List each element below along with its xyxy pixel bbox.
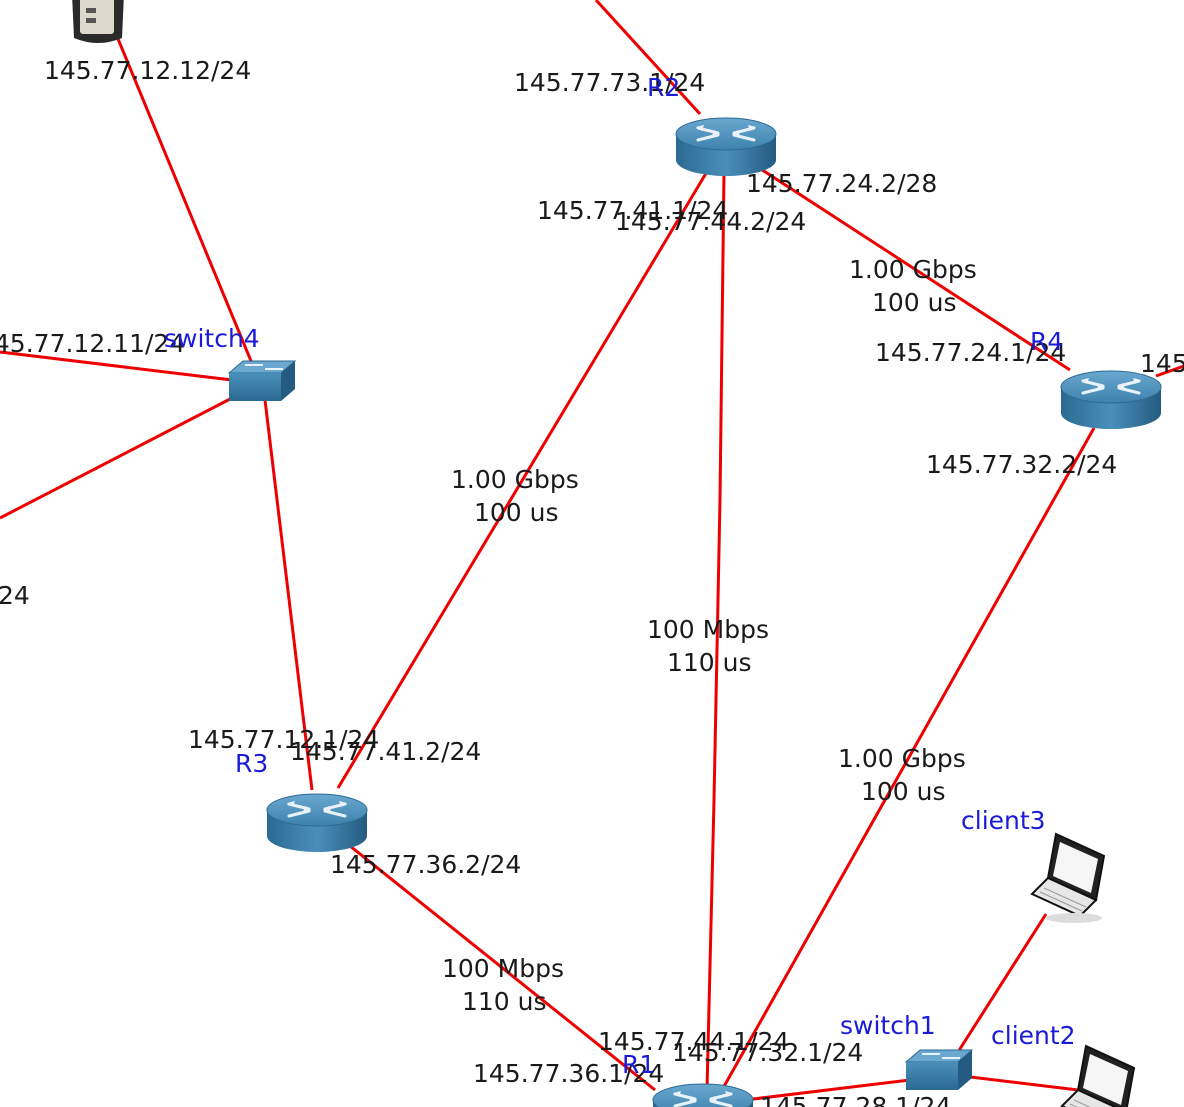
label-r1: R1 [622, 1050, 655, 1079]
ip-r1-r3-side: 145.77.36.1/24 [473, 1059, 664, 1088]
switch-icon [228, 360, 296, 402]
link-server-switch4[interactable] [114, 33, 260, 379]
laptop-client2[interactable] [1061, 1045, 1135, 1107]
server-face [80, 0, 114, 34]
ip-r4-r2-side: 145.77.24.1/24 [875, 338, 1066, 367]
ip-switch4-west: 145.77.12.11/24 [0, 329, 185, 358]
ip-r3-switch4-side: 145.77.12.1/24 [188, 725, 379, 754]
link-r1-switch1[interactable] [744, 1078, 911, 1102]
link-r2-r4[interactable] [749, 160, 1071, 372]
link-r2-r3[interactable] [336, 169, 710, 789]
ip-server: 145.77.12.12/24 [44, 56, 251, 85]
router-r1[interactable] [651, 1082, 755, 1107]
link-r4-east[interactable] [1155, 364, 1184, 378]
speed-r3-r1: 100 Mbps [442, 954, 564, 983]
label-switch4: switch4 [164, 324, 260, 353]
router-icon [674, 116, 778, 178]
speed-r4-r1: 1.00 Gbps [838, 744, 966, 773]
router-icon [651, 1082, 755, 1107]
ip-r4-r1-side: 145.77.32.2/24 [926, 450, 1117, 479]
delay-r4-r1: 100 us [861, 777, 946, 806]
ip-r4-east-partial: 145 [1140, 349, 1184, 378]
link-r4-r1[interactable] [720, 427, 1096, 1091]
ip-r2-upstream: 145.77.73.1/24 [514, 68, 705, 97]
router-icon [265, 792, 369, 854]
switch-switch1[interactable] [905, 1049, 973, 1091]
label-client2: client2 [991, 1021, 1076, 1050]
router-r3[interactable] [265, 792, 369, 854]
delay-r2-r1: 110 us [667, 648, 752, 677]
laptop-icon [1061, 1045, 1135, 1107]
router-icon [1059, 369, 1163, 431]
switch-icon [905, 1049, 973, 1091]
label-client3: client3 [961, 806, 1046, 835]
ip-r1-r2-side: 145.77.44.1/24 [598, 1027, 789, 1056]
link-r2-upstream[interactable] [594, 0, 702, 116]
delay-r3-r1: 110 us [462, 987, 547, 1016]
ip-labels: 145.77.12.12/24 145.77.73.1/24 145.77.41… [0, 56, 1184, 1107]
ip-west-partial: 24 [0, 581, 30, 610]
router-r2[interactable] [674, 116, 778, 178]
link-switch4-southwest[interactable] [0, 396, 233, 520]
router-r4[interactable] [1059, 369, 1163, 431]
link-r3-r1[interactable] [349, 844, 656, 1092]
link-switch1-client3[interactable] [956, 913, 1048, 1053]
label-r4: R4 [1030, 327, 1063, 356]
server-node[interactable] [72, 0, 124, 43]
ip-r3-r2-side: 145.77.41.2/24 [290, 737, 481, 766]
switch-switch4[interactable] [228, 360, 296, 402]
speed-r2-r4: 1.00 Gbps [849, 255, 977, 284]
link-switch4-west[interactable] [0, 350, 233, 382]
link-r2-r1[interactable] [705, 171, 726, 1091]
delay-r2-r3: 100 us [474, 498, 559, 527]
ip-r1-r4-side: 145.77.32.1/24 [672, 1038, 863, 1067]
laptop-icon [1031, 833, 1105, 924]
link-switch1-client2[interactable] [961, 1074, 1079, 1092]
link-labels: 1.00 Gbps 100 us 1.00 Gbps 100 us 100 Mb… [442, 255, 977, 1016]
label-r3: R3 [235, 749, 268, 778]
delay-r2-r4: 100 us [872, 288, 957, 317]
label-switch1: switch1 [840, 1011, 936, 1040]
ip-r2-r3-side: 145.77.41.1/24 [537, 196, 728, 225]
speed-r2-r3: 1.00 Gbps [451, 465, 579, 494]
ip-r1-switch1-side: 145.77.28.1/24 [760, 1092, 951, 1107]
label-r2: R2 [647, 73, 680, 102]
link-switch4-r3[interactable] [263, 399, 314, 791]
speed-r2-r1: 100 Mbps [647, 615, 769, 644]
ip-r2-r1-side: 145.77.44.2/24 [615, 207, 806, 236]
laptop-client3[interactable] [1031, 833, 1105, 924]
ip-r2-r4-side: 145.77.24.2/28 [746, 169, 937, 198]
node-labels: R2 R4 switch4 R3 client3 switch1 client2… [164, 73, 1076, 1079]
ip-r3-r1-side: 145.77.36.2/24 [330, 850, 521, 879]
